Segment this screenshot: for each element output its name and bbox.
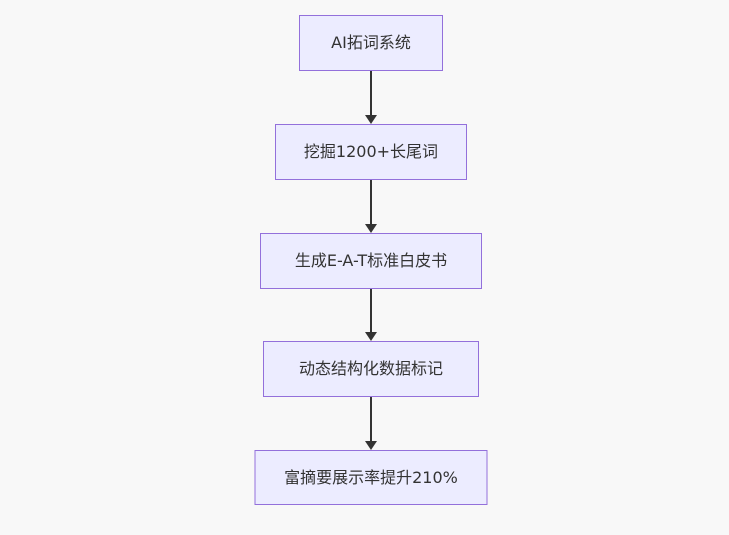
arrow-shaft xyxy=(370,289,372,333)
flowchart-node-ai-word-expansion: AI拓词系统 xyxy=(299,15,443,71)
arrow-down-icon xyxy=(365,224,377,233)
node-label: 挖掘1200+长尾词 xyxy=(303,142,439,161)
flowchart-node-longtail-mining: 挖掘1200+长尾词 xyxy=(275,124,467,180)
arrow-down-icon xyxy=(365,115,377,124)
node-label: AI拓词系统 xyxy=(331,33,411,52)
flowchart-node-rich-snippet-rate: 富摘要展示率提升210% xyxy=(254,450,488,505)
flowchart-node-structured-data-markup: 动态结构化数据标记 xyxy=(263,341,479,397)
flowchart-node-eat-whitepaper: 生成E-A-T标准白皮书 xyxy=(260,233,482,289)
node-label: 动态结构化数据标记 xyxy=(298,359,443,378)
arrow-shaft xyxy=(370,180,372,225)
node-label: 生成E-A-T标准白皮书 xyxy=(294,251,448,270)
arrow-down-icon xyxy=(365,332,377,341)
arrow-shaft xyxy=(370,71,372,116)
node-label: 富摘要展示率提升210% xyxy=(284,467,458,487)
arrow-down-icon xyxy=(365,441,377,450)
arrow-shaft xyxy=(370,397,372,442)
